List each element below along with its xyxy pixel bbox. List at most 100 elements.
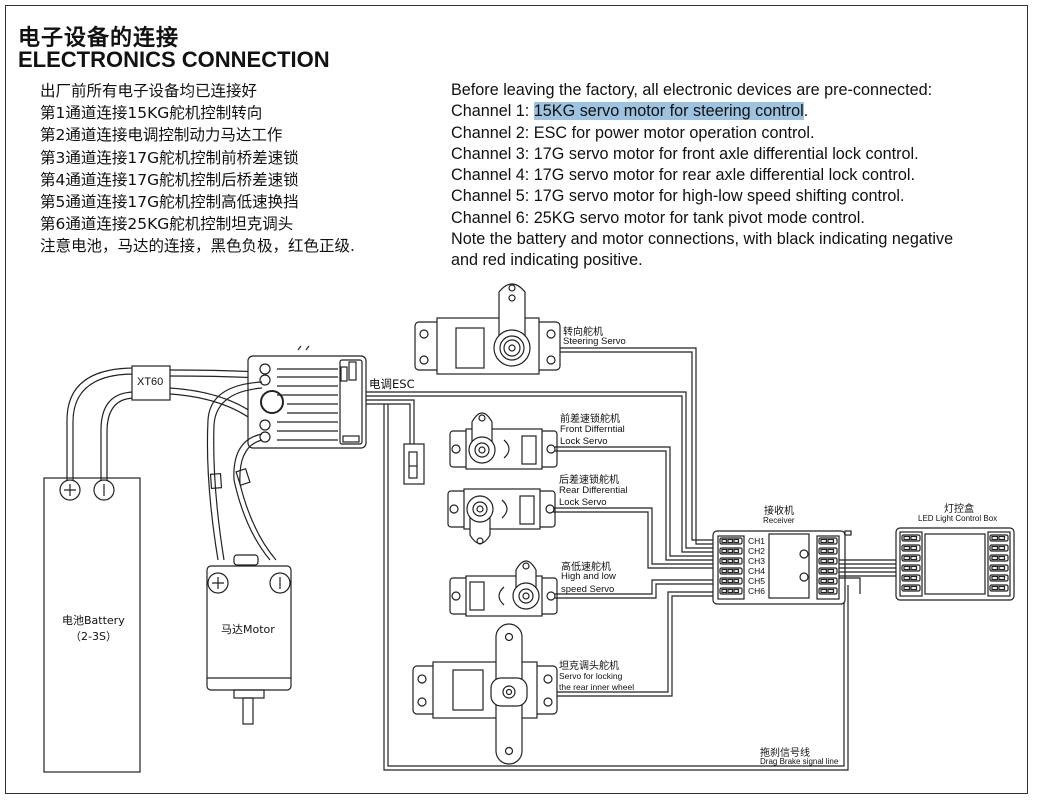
port-pin	[998, 575, 1006, 581]
port-pin	[727, 588, 734, 594]
port-connector	[719, 567, 743, 575]
port-pin	[727, 548, 734, 554]
cn-line: 第1通道连接15KG舵机控制转向	[40, 104, 263, 123]
receiver-label-en: Receiver	[763, 516, 795, 525]
port-connector	[818, 567, 838, 575]
port-connector	[818, 537, 838, 545]
port-pin	[827, 578, 835, 584]
esc-switch	[403, 443, 425, 485]
port-pin	[721, 568, 728, 574]
port-pin	[727, 578, 734, 584]
port-pin	[727, 568, 734, 574]
port-pin	[721, 558, 728, 564]
en-intro: Before leaving the factory, all electron…	[451, 81, 933, 99]
port-pin	[910, 585, 918, 591]
motor-wires	[206, 381, 277, 561]
rear-diff-label-en1: Rear Differential	[559, 485, 628, 496]
xt60-label: XT60	[137, 376, 164, 388]
port-pin	[827, 538, 835, 544]
cn-line: 第2通道连接电调控制动力马达工作	[40, 126, 283, 145]
tank-servo-label-en1: Servo for locking	[559, 671, 623, 681]
cn-line: 第3通道连接17G舵机控制前桥差速锁	[40, 148, 299, 167]
en-channel-6: Channel 6: 25KG servo motor for tank piv…	[451, 208, 865, 227]
port-pin	[910, 545, 918, 551]
drag-brake-label-cn: 拖刹信号线	[760, 748, 810, 759]
port-pin	[903, 575, 911, 581]
channel-label: CH6	[748, 586, 766, 596]
port-connector	[989, 534, 1009, 542]
channel-label: CH4	[748, 566, 766, 576]
battery-positive-terminal	[59, 479, 81, 501]
channel-label: CH2	[748, 546, 766, 556]
port-connector	[719, 557, 743, 565]
speed-servo-label-cn: 高低速舵机	[561, 562, 611, 573]
port-pin	[721, 578, 728, 584]
motor-label: 马达Motor	[221, 623, 275, 636]
steering-servo-label-cn: 转向舵机	[563, 327, 603, 338]
rear-diff-servo	[447, 488, 716, 569]
port-pin	[820, 558, 828, 564]
en-channel-3: Channel 3: 17G servo motor for front axl…	[451, 144, 919, 163]
port-pin	[991, 575, 999, 581]
port-pin	[991, 545, 999, 551]
esc-unit	[247, 345, 367, 449]
port-connector	[989, 554, 1009, 562]
speed-servo	[449, 560, 716, 617]
port-pin	[820, 578, 828, 584]
port-connector	[901, 544, 921, 552]
port-pin	[991, 555, 999, 561]
selected-text-highlight[interactable]: 15KG servo motor for steering control	[533, 102, 804, 121]
channel-label: CH5	[748, 576, 766, 586]
channel1-suffix: .	[803, 102, 809, 121]
port-pin	[733, 568, 740, 574]
cn-line: 第5通道连接17G舵机控制高低速换挡	[40, 193, 299, 212]
port-pin	[721, 548, 728, 554]
cn-line: 注意电池，马达的连接，黑色负极，红色正级.	[40, 237, 355, 256]
channel1-prefix: Channel 1:	[451, 102, 534, 121]
cn-line: 第4通道连接17G舵机控制后桥差速锁	[40, 170, 299, 189]
front-diff-servo	[449, 412, 716, 561]
port-connector	[719, 537, 743, 545]
drag-brake-label-en: Drag Brake signal line	[760, 757, 839, 766]
instructions-chinese: 出厂前所有电子设备均已连接好 第1通道连接15KG舵机控制转向 第2通道连接电调…	[40, 80, 355, 258]
port-connector	[901, 564, 921, 572]
cn-line: 第6通道连接25KG舵机控制坦克调头	[40, 215, 294, 234]
port-connector	[719, 547, 743, 555]
port-pin	[733, 558, 740, 564]
port-pin	[733, 588, 740, 594]
battery	[43, 477, 141, 773]
port-connector	[901, 574, 921, 582]
cn-line: 出厂前所有电子设备均已连接好	[40, 82, 258, 100]
front-diff-label-cn: 前差速锁舵机	[560, 414, 620, 425]
port-connector	[818, 577, 838, 585]
en-channel-2: Channel 2: ESC for power motor operation…	[451, 123, 815, 142]
port-pin	[733, 538, 740, 544]
front-diff-label-en1: Front Differntial	[560, 424, 625, 435]
port-connector	[989, 544, 1009, 552]
channel-label: CH3	[748, 556, 766, 566]
tank-servo	[412, 591, 716, 765]
led-box-label-en: LED Light Control Box	[918, 514, 998, 523]
en-channel-4: Channel 4: 17G servo motor for rear axle…	[451, 166, 915, 185]
port-connector	[901, 534, 921, 542]
port-pin	[721, 538, 728, 544]
speed-servo-label-en2: speed Servo	[561, 584, 615, 595]
xt60-connector	[131, 365, 171, 401]
title-chinese: 电子设备的连接	[18, 26, 180, 51]
port-connector	[901, 554, 921, 562]
battery-label: 电池Battery	[62, 614, 125, 627]
port-pin	[820, 538, 828, 544]
port-pin	[827, 558, 835, 564]
en-note-1: Note the battery and motor connections, …	[451, 230, 954, 249]
port-pin	[721, 588, 728, 594]
led-box-wires	[839, 559, 900, 594]
port-pin	[827, 568, 835, 574]
port-pin	[910, 575, 918, 581]
port-pin	[820, 548, 828, 554]
esc-signal-wires	[366, 391, 849, 771]
led-box-unit	[895, 527, 1015, 601]
port-connector	[989, 574, 1009, 582]
receiver-label-cn: 接收机	[764, 506, 794, 517]
port-pin	[998, 555, 1006, 561]
